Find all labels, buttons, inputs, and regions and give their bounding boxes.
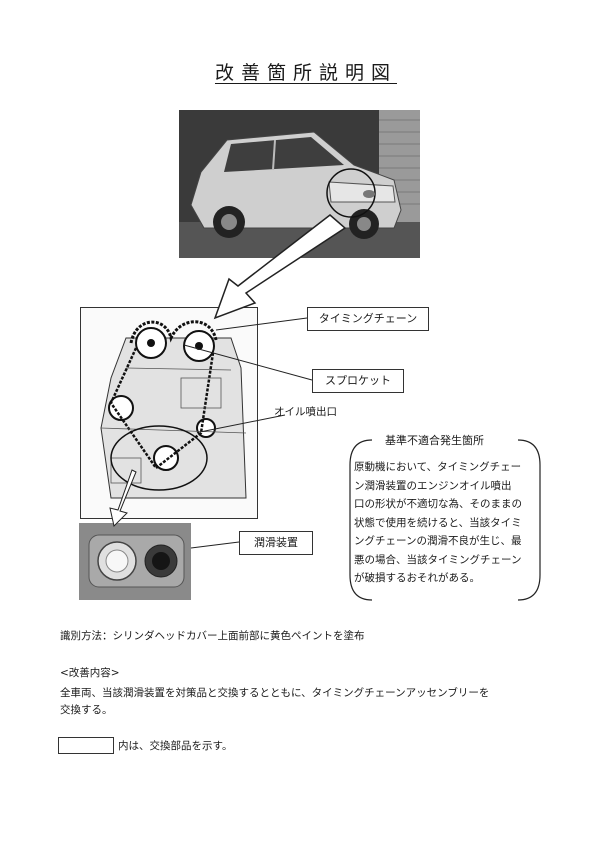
oil-outlet-label: オイル噴出口 [274, 404, 337, 419]
improvement-heading: <改善内容> [60, 665, 120, 680]
car-illustration [179, 110, 420, 258]
nonconformity-line: 原動機において、タイミングチェー [354, 458, 534, 477]
lubricator-illustration [79, 523, 191, 600]
lubricator-label: 潤滑装置 [239, 531, 313, 555]
page-title: 改善箇所説明図 [0, 58, 612, 85]
nonconformity-line: 口の形状が不適切な為、そのままの [354, 495, 534, 514]
nonconformity-text: 原動機において、タイミングチェー ン潤滑装置のエンジンオイル噴出 口の形状が不適… [354, 458, 534, 588]
nonconformity-heading: 基準不適合発生箇所 [382, 432, 487, 448]
sprocket-label: スプロケット [312, 369, 404, 393]
lubricator-photo [79, 523, 191, 600]
legend-sample-box [58, 737, 114, 754]
improvement-text-line: 交換する。 [60, 702, 113, 717]
nonconformity-line: ン潤滑装置のエンジンオイル噴出 [354, 477, 534, 496]
nonconformity-line: 状態で使用を続けると、当該タイミ [354, 514, 534, 533]
engine-diagram [80, 307, 258, 519]
lubricator-leader-line [191, 542, 239, 548]
nonconformity-line: 悪の場合、当該タイミングチェーン [354, 551, 534, 570]
legend-text: 内は、交換部品を示す。 [118, 738, 232, 753]
nonconformity-line: が破損するおそれがある。 [354, 569, 534, 588]
car-photo [179, 110, 420, 258]
engine-illustration [81, 308, 257, 518]
timing-chain-label: タイミングチェーン [307, 307, 429, 331]
identification-method: 識別方法：シリンダヘッドカバー上面前部に黄色ペイントを塗布 [60, 628, 365, 643]
improvement-text-line: 全車両、当該潤滑装置を対策品と交換するとともに、タイミングチェーンアッセンブリー… [60, 685, 489, 700]
nonconformity-line: ングチェーンの潤滑不良が生じ、最 [354, 532, 534, 551]
